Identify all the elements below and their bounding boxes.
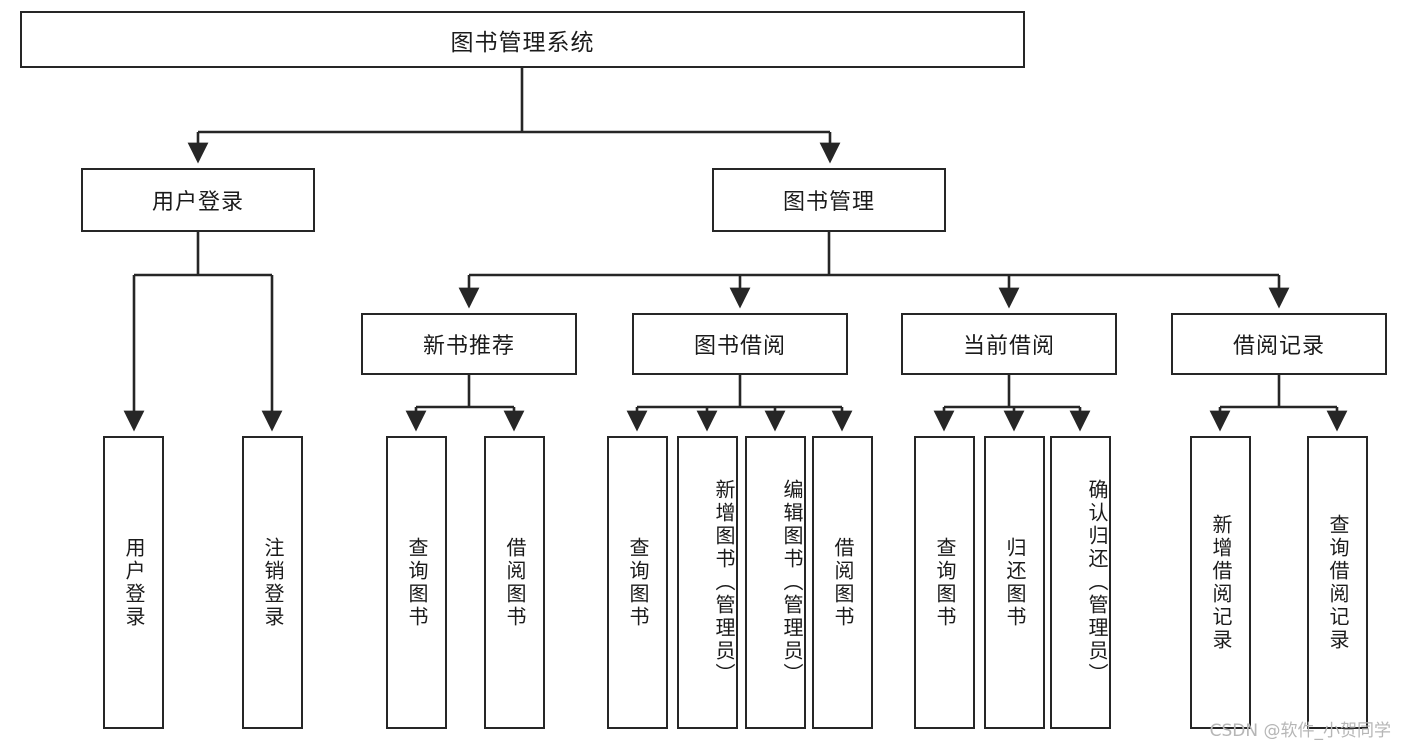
leaf-rec-borrow[interactable]: 借阅图书 [484, 436, 545, 729]
leaf-cur-confirm[interactable]: 确认归还（管理员） [1050, 436, 1111, 729]
leaf-rec-query-label: 查询图书 [405, 536, 429, 629]
leaf-borrow-lend[interactable]: 借阅图书 [812, 436, 873, 729]
leaf-rec-search[interactable]: 查询借阅记录 [1307, 436, 1368, 729]
node-user-login-label: 用户登录 [151, 190, 244, 215]
node-current-borrow-label: 当前借阅 [962, 334, 1055, 359]
leaf-user-login-label: 用户登录 [122, 536, 146, 629]
leaf-user-login[interactable]: 用户登录 [103, 436, 164, 729]
node-book-manage[interactable]: 图书管理 [712, 168, 946, 232]
node-new-book-rec-label: 新书推荐 [422, 334, 515, 359]
leaf-borrow-add-label: 新增图书（管理员） [712, 479, 736, 686]
node-borrow-record-label: 借阅记录 [1232, 334, 1325, 359]
watermark: CSDN @软件_小贺同学 [1209, 721, 1391, 741]
node-current-borrow[interactable]: 当前借阅 [901, 313, 1117, 375]
leaf-rec-search-label: 查询借阅记录 [1326, 513, 1350, 652]
leaf-borrow-edit-label: 编辑图书（管理员） [780, 479, 804, 686]
leaf-borrow-edit[interactable]: 编辑图书（管理员） [745, 436, 806, 729]
leaf-rec-borrow-label: 借阅图书 [503, 536, 527, 629]
leaf-borrow-query-label: 查询图书 [626, 536, 650, 629]
leaf-user-logout[interactable]: 注销登录 [242, 436, 303, 729]
leaf-user-logout-label: 注销登录 [261, 536, 285, 629]
leaf-cur-return-label: 归还图书 [1003, 536, 1027, 629]
node-book-manage-label: 图书管理 [782, 190, 875, 215]
leaf-cur-confirm-label: 确认归还（管理员） [1085, 479, 1109, 686]
node-user-login[interactable]: 用户登录 [81, 168, 315, 232]
leaf-cur-query-label: 查询图书 [933, 536, 957, 629]
leaf-rec-add-label: 新增借阅记录 [1209, 513, 1233, 652]
node-root[interactable]: 图书管理系统 [20, 11, 1025, 68]
leaf-cur-return[interactable]: 归还图书 [984, 436, 1045, 729]
leaf-cur-query[interactable]: 查询图书 [914, 436, 975, 729]
node-new-book-rec[interactable]: 新书推荐 [361, 313, 577, 375]
leaf-borrow-query[interactable]: 查询图书 [607, 436, 668, 729]
node-root-label: 图书管理系统 [450, 29, 595, 56]
node-borrow-record[interactable]: 借阅记录 [1171, 313, 1387, 375]
leaf-rec-query[interactable]: 查询图书 [386, 436, 447, 729]
leaf-borrow-lend-label: 借阅图书 [831, 536, 855, 629]
leaf-rec-add[interactable]: 新增借阅记录 [1190, 436, 1251, 729]
leaf-borrow-add[interactable]: 新增图书（管理员） [677, 436, 738, 729]
node-book-borrow-label: 图书借阅 [693, 334, 786, 359]
node-book-borrow[interactable]: 图书借阅 [632, 313, 848, 375]
